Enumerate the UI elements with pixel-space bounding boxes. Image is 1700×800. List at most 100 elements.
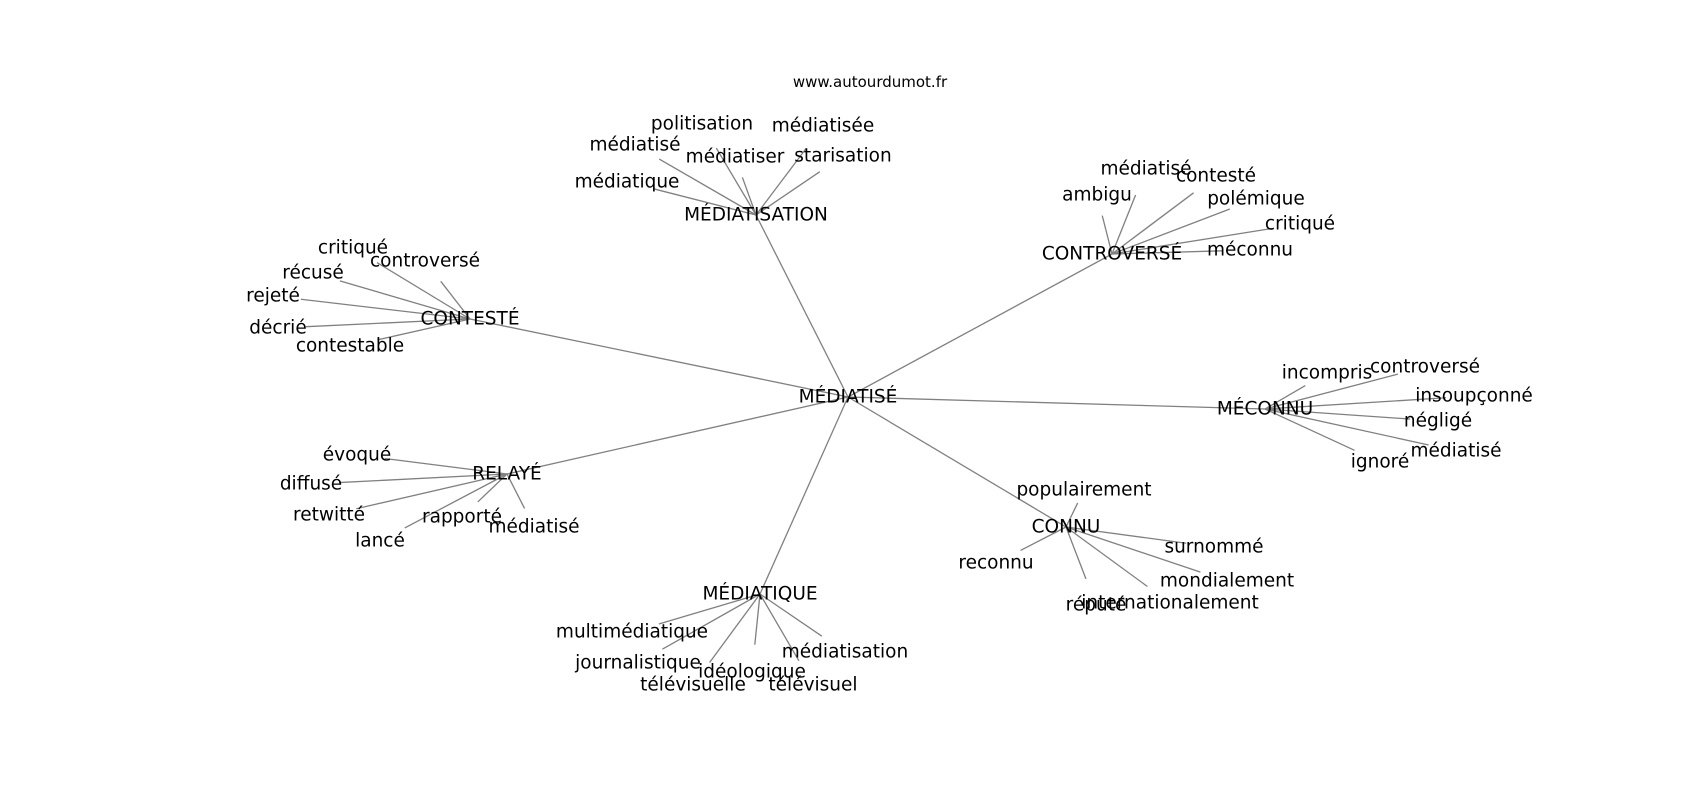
- edge-hub-to-leaf: [1101, 215, 1113, 255]
- edge-hub-to-leaf: [1111, 192, 1194, 255]
- hub-node-label: CONTESTÉ: [420, 308, 519, 330]
- leaf-node-label: retwitté: [293, 505, 365, 526]
- leaf-node-label: surnommé: [1164, 537, 1263, 558]
- leaf-node-label: internationalement: [1081, 593, 1259, 614]
- leaf-node-label: médiatisation: [782, 642, 908, 663]
- edge-hub-to-leaf: [759, 593, 800, 662]
- leaf-node-label: télévisuel: [768, 675, 857, 696]
- leaf-node-label: polémique: [1207, 189, 1305, 210]
- leaf-node-label: médiatique: [575, 172, 680, 193]
- edge-hub-to-leaf: [377, 318, 471, 341]
- hub-node-label: MÉCONNU: [1217, 398, 1313, 420]
- leaf-node-label: méconnu: [1207, 240, 1293, 261]
- leaf-node-label: starisation: [794, 146, 891, 167]
- edge-hub-to-leaf: [662, 593, 761, 650]
- edge-hub-to-leaf: [741, 177, 757, 216]
- edge-hub-to-leaf: [653, 188, 757, 216]
- edge-hub-to-leaf: [506, 473, 526, 509]
- leaf-node-label: réputé: [1066, 595, 1127, 616]
- edge-hub-to-leaf: [1264, 373, 1399, 410]
- edge-hub-to-leaf: [1020, 526, 1067, 551]
- edge-hub-to-leaf: [1065, 526, 1201, 573]
- edge-center-to-hub: [847, 396, 1067, 528]
- edge-hub-to-leaf: [1264, 408, 1355, 451]
- leaf-node-label: médiatisé: [1100, 159, 1191, 180]
- leaf-node-label: mondialement: [1160, 571, 1294, 592]
- leaf-node-label: insoupçonné: [1415, 386, 1533, 407]
- watermark-text: www.autourdumot.fr: [793, 73, 948, 91]
- edge-hub-to-leaf: [376, 261, 471, 320]
- edge-hub-to-leaf: [1264, 408, 1429, 446]
- hub-node-label: RELAYÉ: [472, 463, 541, 485]
- leaf-node-label: évoqué: [323, 445, 392, 466]
- leaf-node-label: médiatisée: [772, 116, 874, 137]
- leaf-node-label: diffusé: [280, 474, 342, 495]
- leaf-node-label: multimédiatique: [556, 622, 708, 643]
- edge-hub-to-leaf: [1264, 408, 1411, 420]
- edge-hub-to-leaf: [658, 158, 757, 216]
- leaf-node-label: lancé: [355, 531, 405, 552]
- leaf-node-label: rejeté: [246, 286, 300, 307]
- edge-hub-to-leaf: [755, 171, 821, 216]
- leaf-node-label: médiatisé: [488, 517, 579, 538]
- edge-hub-to-leaf: [440, 280, 471, 320]
- edge-hub-to-leaf: [356, 473, 508, 510]
- leaf-node-label: politisation: [651, 114, 753, 135]
- edge-hub-to-leaf: [1111, 208, 1231, 255]
- edge-hub-to-leaf: [338, 473, 508, 484]
- leaf-node-label: ignoré: [1351, 452, 1410, 473]
- center-node-label: MÉDIATISÉ: [799, 386, 898, 408]
- leaf-node-label: idéologique: [698, 662, 806, 683]
- edge-hub-to-leaf: [1065, 526, 1087, 580]
- leaf-node-label: controversé: [370, 251, 480, 272]
- hub-node-label: CONNU: [1032, 517, 1101, 538]
- edge-hub-to-leaf: [658, 593, 761, 625]
- leaf-node-label: journalistique: [574, 653, 701, 674]
- leaf-node-label: négligé: [1404, 411, 1472, 432]
- edge-center-to-hub: [759, 396, 849, 595]
- edge-center-to-hub: [847, 253, 1113, 398]
- edge-center-to-hub: [755, 214, 849, 398]
- labels-layer: MÉDIATISATION politisation médiatisée média…: [246, 114, 1533, 696]
- edge-center-to-hub: [469, 318, 849, 398]
- edge-hub-to-leaf: [477, 473, 508, 503]
- edge-hub-to-leaf: [715, 147, 757, 216]
- edge-hub-to-leaf: [759, 593, 823, 637]
- hub-node-label: MÉDIATIQUE: [702, 583, 817, 605]
- hub-node-label: CONTROVERSÉ: [1042, 243, 1182, 265]
- edges-layer: [300, 147, 1447, 663]
- leaf-node-label: ambigu: [1062, 185, 1132, 206]
- leaf-node-label: médiatiser: [686, 147, 785, 168]
- hub-node-label: MÉDIATISATION: [684, 204, 828, 226]
- leaf-node-label: incompris: [1282, 363, 1373, 384]
- edge-hub-to-leaf: [1065, 526, 1148, 588]
- edge-hub-to-leaf: [1111, 194, 1137, 255]
- edge-hub-to-leaf: [709, 593, 761, 663]
- leaf-node-label: reconnu: [958, 553, 1033, 574]
- edge-center-to-hub: [506, 396, 849, 475]
- edge-hub-to-leaf: [1065, 502, 1079, 528]
- leaf-node-label: rapporté: [422, 507, 502, 528]
- edge-hub-to-leaf: [305, 318, 471, 328]
- edge-hub-to-leaf: [1065, 526, 1187, 544]
- edge-hub-to-leaf: [1264, 397, 1447, 410]
- edge-center-to-hub: [847, 396, 1266, 410]
- edge-hub-to-leaf: [755, 147, 807, 216]
- edge-hub-to-leaf: [754, 593, 761, 645]
- leaf-node-label: populairement: [1016, 480, 1151, 501]
- edge-hub-to-leaf: [1111, 250, 1223, 255]
- edge-hub-to-leaf: [1264, 385, 1306, 410]
- leaf-node-label: contesté: [1176, 166, 1256, 187]
- leaf-node-label: critiqué: [1265, 214, 1335, 235]
- leaf-node-label: contestable: [296, 336, 404, 357]
- edge-hub-to-leaf: [1111, 227, 1273, 255]
- leaf-node-label: décrié: [249, 318, 306, 339]
- edge-hub-to-leaf: [300, 298, 471, 320]
- edge-hub-to-leaf: [384, 457, 508, 475]
- edge-hub-to-leaf: [339, 280, 471, 320]
- leaf-node-label: télévisuelle: [640, 675, 746, 696]
- leaf-node-label: médiatisé: [589, 135, 680, 156]
- leaf-node-label: critiqué: [318, 238, 388, 259]
- leaf-node-label: médiatisé: [1410, 441, 1501, 462]
